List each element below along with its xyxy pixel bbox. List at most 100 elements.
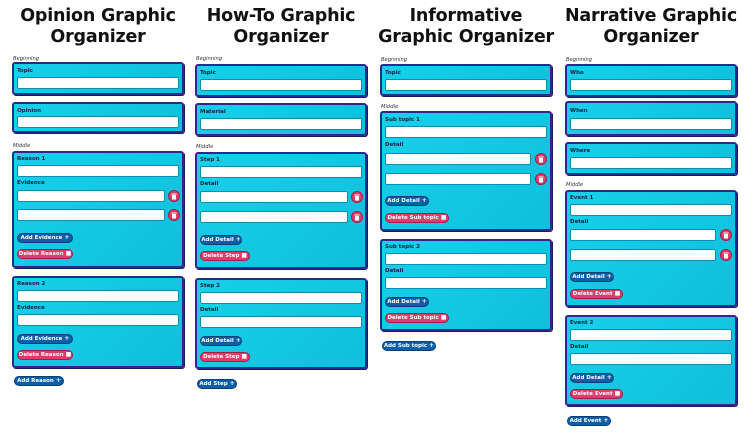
add-reason-button[interactable]: Add Reason+ [14,376,64,386]
delete-detail-button[interactable] [535,173,547,185]
delete-event-label: Delete Event [572,391,613,397]
delete-subtopic-button[interactable]: Delete Sub topic■ [385,313,449,323]
detail-input[interactable] [570,353,732,365]
detail-input[interactable] [385,173,531,185]
trash-icon: ■ [440,214,447,221]
topic-card: Topic [195,64,367,97]
delete-event-button[interactable]: Delete Event■ [570,389,623,399]
event-card-1: Event 1 Detail Add Detail+ Delete Event■ [565,190,737,307]
detail-label: Detail [385,142,404,148]
who-label: Who [570,70,584,76]
step-title: Step 1 [200,157,220,163]
topic-input[interactable] [200,79,362,91]
step-input[interactable] [200,166,362,178]
add-detail-label: Add Detail [387,299,420,305]
trash-icon: ■ [614,390,621,397]
trash-icon: ■ [241,353,248,360]
topic-card: Topic [12,62,184,95]
material-input[interactable] [200,118,362,130]
step-input[interactable] [200,292,362,304]
detail-input[interactable] [200,211,348,223]
where-input[interactable] [570,157,732,169]
delete-reason-button[interactable]: Delete Reason■ [17,350,73,360]
detail-label: Detail [385,268,404,274]
add-evidence-label: Add Evidence [20,336,63,342]
middle-label: Middle [381,104,399,110]
topic-input[interactable] [385,79,547,91]
trash-icon [538,156,544,162]
add-detail-label: Add Detail [201,338,234,344]
topic-input[interactable] [17,77,179,89]
trash-icon [538,176,544,182]
delete-detail-button[interactable] [351,211,363,223]
event-title: Event 1 [570,195,594,201]
where-label: Where [570,148,591,154]
delete-event-button[interactable]: Delete Event■ [570,289,623,299]
detail-input[interactable] [570,229,716,241]
trash-icon [171,193,177,199]
topic-label: Topic [385,70,401,76]
detail-input[interactable] [570,249,716,261]
reason-title: Reason 2 [17,281,46,287]
delete-step-label: Delete Step [202,253,240,259]
add-event-button[interactable]: Add Event+ [567,416,611,426]
delete-detail-button[interactable] [351,191,363,203]
delete-evidence-button[interactable] [168,190,180,202]
reason-card-2: Reason 2 Evidence Add Evidence+ Delete R… [12,276,184,368]
delete-step-label: Delete Step [202,354,240,360]
add-step-button[interactable]: Add Step+ [197,379,237,389]
subtopic-title: Sub topic 2 [385,244,420,250]
add-detail-label: Add Detail [201,237,234,243]
add-detail-button[interactable]: Add Detail+ [200,336,242,346]
who-input[interactable] [570,79,732,91]
subtopic-input[interactable] [385,126,547,138]
subtopic-input[interactable] [385,253,547,265]
add-detail-button[interactable]: Add Detail+ [385,297,429,307]
detail-label: Detail [570,219,589,225]
evidence-input[interactable] [17,314,179,326]
add-detail-button[interactable]: Add Detail+ [570,373,614,383]
middle-label: Middle [196,144,214,150]
step-title: Step 2 [200,283,220,289]
add-evidence-button[interactable]: Add Evidence+ [17,233,73,243]
detail-input[interactable] [200,191,348,203]
add-detail-button[interactable]: Add Detail+ [385,196,429,206]
evidence-label: Evidence [17,305,45,311]
subtopic-card-1: Sub topic 1 Detail Add Detail+ Delete Su… [380,111,552,231]
detail-input[interactable] [385,153,531,165]
step-card-1: Step 1 Detail Add Detail+ Delete Step■ [195,152,367,269]
delete-detail-button[interactable] [720,229,732,241]
add-subtopic-button[interactable]: Add Sub topic+ [382,341,436,351]
opinion-input[interactable] [17,116,179,128]
add-detail-button[interactable]: Add Detail+ [200,235,242,245]
add-reason-label: Add Reason [17,378,54,384]
subtopic-card-2: Sub topic 2 Detail Add Detail+ Delete Su… [380,239,552,331]
delete-subtopic-button[interactable]: Delete Sub topic■ [385,213,449,223]
add-detail-label: Add Detail [572,375,605,381]
delete-detail-button[interactable] [535,153,547,165]
plus-icon: + [421,197,427,204]
delete-evidence-button[interactable] [168,209,180,221]
event-input[interactable] [570,204,732,216]
when-input[interactable] [570,118,732,130]
add-detail-button[interactable]: Add Detail+ [570,272,614,282]
where-card: Where [565,142,737,175]
plus-icon: + [229,380,235,387]
reason-input[interactable] [17,290,179,302]
detail-input[interactable] [200,316,362,328]
plus-icon: + [606,374,612,381]
event-input[interactable] [570,329,732,341]
delete-detail-button[interactable] [720,249,732,261]
evidence-input[interactable] [17,190,165,202]
evidence-input[interactable] [17,209,165,221]
detail-input[interactable] [385,277,547,289]
add-evidence-button[interactable]: Add Evidence+ [17,334,73,344]
middle-label: Middle [13,143,31,149]
delete-reason-button[interactable]: Delete Reason■ [17,249,73,259]
reason-input[interactable] [17,165,179,177]
beginning-label: Beginning [13,56,40,62]
column-title: Opinion Graphic Organizer [20,6,176,47]
delete-step-button[interactable]: Delete Step■ [200,251,250,261]
delete-step-button[interactable]: Delete Step■ [200,352,250,362]
event-title: Event 2 [570,320,594,326]
